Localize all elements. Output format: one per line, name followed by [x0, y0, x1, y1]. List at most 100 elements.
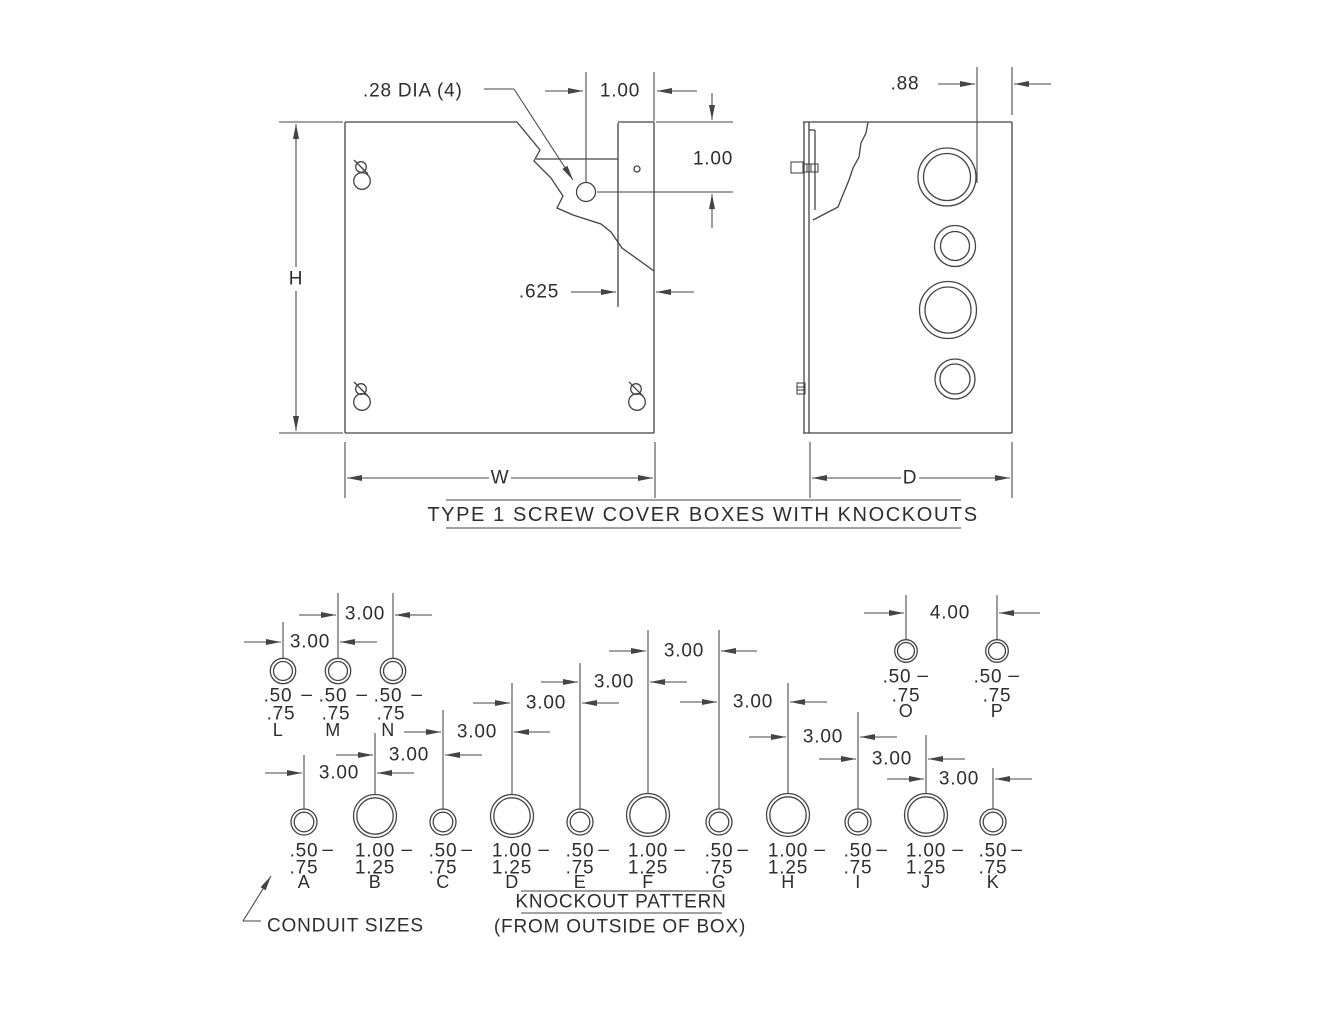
w-dimension — [344, 442, 656, 498]
ko-P-size1: .50 — [974, 667, 1003, 688]
ko-H-size2: 1.25 — [768, 858, 808, 879]
ko-I-size1: .50 — [844, 841, 873, 862]
d-dimension — [809, 442, 1013, 498]
small-pilot-hole — [633, 165, 641, 173]
side-knockouts — [917, 147, 978, 400]
ko-C-letter: C — [436, 872, 450, 892]
ko-E-size2: .75 — [566, 858, 595, 879]
ko-I-letter: I — [855, 872, 861, 892]
ko-N-letter: N — [381, 720, 395, 740]
drawing-title: TYPE 1 SCREW COVER BOXES WITH KNOCKOUTS — [427, 504, 978, 526]
ko-G-size1: .50 — [705, 841, 734, 862]
knockout-circle-H — [765, 792, 811, 838]
hole-callout-leader — [484, 88, 574, 181]
d-dimension-label: D — [903, 468, 918, 489]
ko-M-letter: M — [325, 720, 341, 740]
spacing-dimensions — [244, 610, 1040, 782]
ko-D-size2: 1.25 — [492, 858, 532, 879]
pattern-heading: KNOCKOUT PATTERN — [515, 892, 726, 913]
hole-y-dimension-label: 1.00 — [693, 149, 733, 170]
keyhole-slot-bottom-left — [353, 381, 371, 411]
dash-AB: – — [322, 840, 333, 861]
ko-M-size2: .75 — [322, 704, 351, 725]
dash-CD: – — [461, 840, 472, 861]
dash-EF: – — [598, 840, 609, 861]
ko-F-size2: 1.25 — [628, 858, 668, 879]
ko-O-size1: .50 — [883, 667, 912, 688]
dim-AB: 3.00 — [319, 763, 359, 784]
ko-F-letter: F — [642, 872, 654, 892]
dim-CD: 3.00 — [457, 722, 497, 743]
dash-P: – — [1008, 666, 1019, 687]
dash-MN: – — [356, 685, 367, 706]
hole-y-dimension — [597, 93, 733, 228]
dim-GH: 3.00 — [733, 692, 773, 713]
knockout-circle-G — [705, 808, 733, 836]
dash-LM: – — [301, 685, 312, 706]
ko-D-size1: 1.00 — [492, 841, 532, 862]
knockout-labels-op: .50 .75 O – .50 .75 P – — [883, 666, 1019, 722]
knockout-circle-P — [985, 639, 1009, 663]
knockout-edge-dimension — [938, 67, 1051, 183]
dash-N-end: – — [411, 685, 422, 706]
knockout-labels-bottom-row: .50 .75 A 1.00 1.25 B .50 .75 C 1.00 1.2… — [290, 840, 1022, 893]
h-dimension-label: H — [289, 269, 304, 290]
ko-J-size2: 1.25 — [906, 858, 946, 879]
ko-G-size2: .75 — [705, 858, 734, 879]
mount-hole-28dia — [575, 181, 597, 203]
knockout-circle-D — [489, 793, 535, 839]
knockout-circle-A — [290, 808, 318, 836]
dash-DE: – — [538, 840, 549, 861]
dash-FG: – — [674, 840, 685, 861]
h-dimension — [279, 121, 343, 434]
side-knockout-large-2 — [918, 280, 978, 340]
ko-H-size1: 1.00 — [768, 841, 808, 862]
knockout-circle-L — [269, 657, 297, 685]
knockout-labels-top-row: .50 .75 L .50 .75 M .50 .75 N – – – — [264, 685, 422, 741]
drawing-title-block: TYPE 1 SCREW COVER BOXES WITH KNOCKOUTS — [427, 499, 978, 529]
cover-screw-top — [790, 161, 819, 174]
ko-A-size2: .75 — [290, 858, 319, 879]
dim-JK: 3.00 — [939, 769, 979, 790]
dim-OP: 4.00 — [930, 603, 970, 624]
dim-IJ: 3.00 — [872, 749, 912, 770]
ko-F-size1: 1.00 — [628, 841, 668, 862]
dash-IJ: – — [876, 840, 887, 861]
ko-L-letter: L — [273, 720, 284, 740]
ko-P-size2: .75 — [983, 686, 1012, 707]
front-cutaway-flange — [536, 123, 641, 307]
dash-GH: – — [737, 840, 748, 861]
ko-L-size1: .50 — [264, 686, 293, 707]
hole-x-dimension-label: 1.00 — [600, 81, 640, 102]
knockout-circle-N — [379, 657, 407, 685]
knockout-circle-F — [625, 792, 671, 838]
knockout-centerlines — [282, 593, 998, 810]
knockout-edge-dimension-label: .88 — [891, 74, 920, 95]
ko-N-size1: .50 — [374, 686, 403, 707]
ko-K-size1: .50 — [979, 841, 1008, 862]
ko-E-size1: .50 — [566, 841, 595, 862]
inset-dimension-label: .625 — [519, 282, 559, 303]
ko-E-letter: E — [574, 872, 587, 892]
dim-LM: 3.00 — [290, 632, 330, 653]
ko-B-size2: 1.25 — [355, 858, 395, 879]
ko-O-letter: O — [899, 701, 914, 721]
side-knockout-small-2 — [934, 358, 976, 400]
ko-J-letter: J — [921, 872, 931, 892]
ko-K-size2: .75 — [979, 858, 1008, 879]
keyhole-slot-bottom-right — [628, 381, 646, 411]
dash-HI: – — [814, 840, 825, 861]
dim-MN: 3.00 — [345, 604, 385, 625]
dim-HI: 3.00 — [803, 727, 843, 748]
ko-I-size2: .75 — [844, 858, 873, 879]
knockout-circle-J — [903, 792, 949, 838]
hole-callout-label: .28 DIA (4) — [363, 81, 463, 102]
keyhole-slot-top-left — [353, 159, 371, 190]
w-dimension-label: W — [491, 468, 510, 489]
knockout-circles — [269, 639, 1009, 839]
knockout-circle-K — [979, 808, 1007, 836]
ko-B-size1: 1.00 — [355, 841, 395, 862]
ko-A-size1: .50 — [290, 841, 319, 862]
dim-EF: 3.00 — [594, 672, 634, 693]
dash-BC: – — [401, 840, 412, 861]
